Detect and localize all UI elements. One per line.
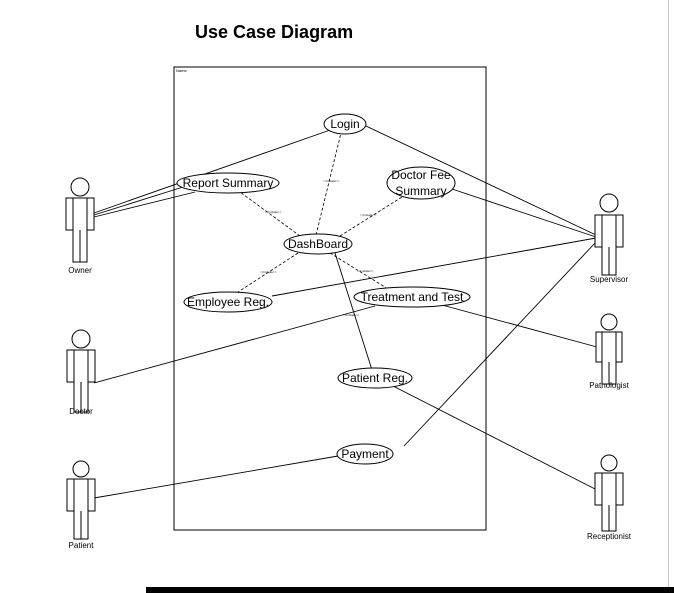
page-title: Use Case Diagram (195, 22, 354, 42)
actor-label-receptionist: Receptionist (587, 532, 632, 541)
use-case-label: Treatment and Test (361, 290, 464, 304)
stick-figure-icon (594, 454, 624, 532)
include-dashboard-login (315, 132, 342, 236)
actor-pathologist[interactable] (595, 313, 623, 385)
use-case-doctor-fee-summary[interactable]: Doctor Fee Summary (386, 166, 456, 200)
include-dashboard-treatment (329, 252, 389, 290)
stick-figure-icon (66, 460, 96, 540)
use-case-label: Summary (395, 184, 446, 198)
include-label: <<include>> (343, 313, 360, 317)
include-dashboard-employee (234, 252, 299, 295)
use-case-treatment-and-test[interactable]: Treatment and Test (353, 286, 471, 308)
assoc-owner-login (93, 128, 334, 214)
assoc-supervisor-payment (403, 241, 597, 447)
use-case-label: Payment (341, 447, 389, 461)
actor-label-patient: Patient (69, 541, 95, 550)
include-label: <<include>> (260, 270, 277, 274)
include-dashboard-report (239, 191, 301, 237)
use-case-label: Patient Reg. (342, 371, 408, 385)
assoc-dashboard-patientreg (334, 252, 373, 371)
assoc-patient-payment (93, 455, 339, 499)
assoc-supervisor-doctorfee (451, 188, 597, 238)
use-case-label: DashBoard (288, 237, 348, 251)
stick-figure-icon (594, 193, 624, 276)
assoc-owner-report (93, 186, 184, 216)
actor-label-supervisor: Supervisor (590, 275, 629, 284)
include-label: <<include>> (357, 269, 374, 273)
include-label: <<include>> (360, 213, 377, 217)
system-boundary-label: Name (176, 68, 187, 73)
include-dashboard-doctorfee (339, 196, 403, 237)
actor-patient[interactable] (66, 460, 96, 540)
use-case-payment[interactable]: Payment (336, 443, 394, 465)
use-case-label: Login (330, 117, 359, 131)
use-case-label: Report Summary (183, 176, 274, 190)
include-relations (234, 132, 403, 295)
assoc-supervisor-login (365, 125, 597, 236)
use-case-login[interactable]: Login (323, 113, 367, 135)
page-edge (668, 0, 669, 587)
assoc-pathologist-treatment (441, 304, 598, 348)
assoc-supervisor-employee (271, 237, 597, 297)
include-label: <<include>> (265, 210, 282, 214)
actor-supervisor[interactable] (594, 193, 624, 276)
assoc-doctor-treatment (93, 305, 376, 384)
stick-figure-icon (595, 313, 623, 385)
use-case-patient-reg[interactable]: Patient Reg. (337, 367, 413, 389)
include-label: <<include>> (323, 179, 340, 183)
actor-label-pathologist: Pathologist (589, 381, 629, 390)
actor-owner[interactable] (65, 177, 95, 263)
actor-label-doctor: Doctor (69, 407, 93, 416)
include-labels: <<include>> <<include>> <<include>> <<in… (260, 179, 377, 317)
assoc-owner-report-2 (93, 191, 196, 218)
stick-figure-icon (66, 329, 96, 413)
actor-label-owner: Owner (68, 266, 92, 275)
use-case-label: Employee Reg. (187, 295, 269, 309)
bottom-bar (146, 587, 674, 593)
stick-figure-icon (65, 177, 95, 263)
actor-doctor[interactable] (66, 329, 96, 413)
assoc-receptionist-patientreg (392, 385, 598, 491)
use-case-label: Doctor Fee (391, 168, 451, 182)
associations (93, 125, 598, 499)
actor-receptionist[interactable] (594, 454, 624, 532)
use-case-dashboard[interactable]: DashBoard (283, 233, 353, 255)
use-case-employee-reg[interactable]: Employee Reg. (183, 291, 273, 313)
use-case-report-summary[interactable]: Report Summary (176, 172, 280, 194)
